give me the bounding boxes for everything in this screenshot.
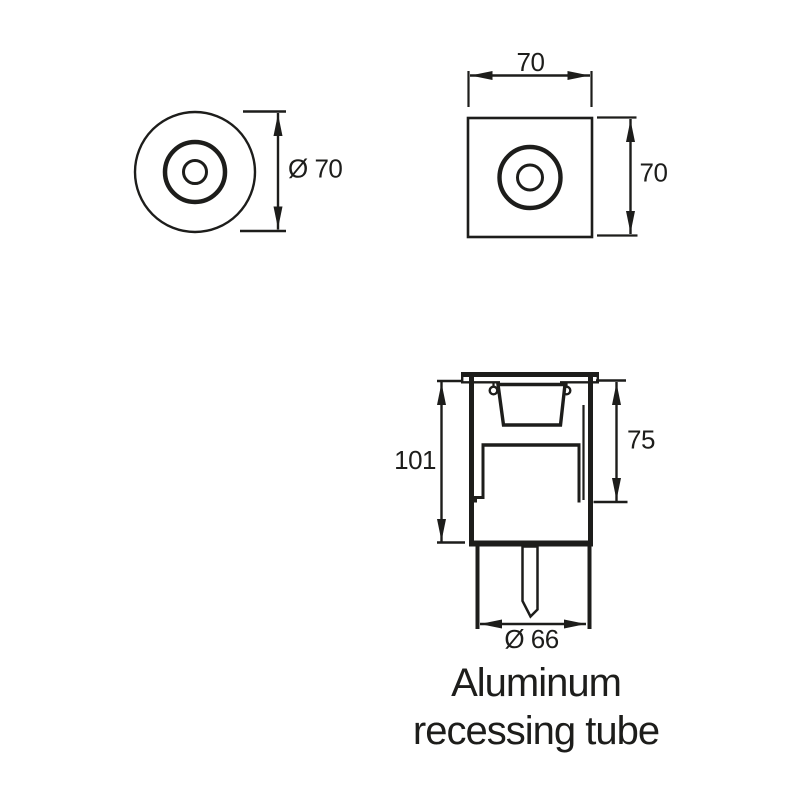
arrowhead-up-icon [273, 114, 283, 136]
arrowhead-down-icon [437, 519, 446, 541]
arrowhead-right-icon [564, 619, 586, 629]
dimension-width-70: 70 [467, 47, 593, 107]
dimension-66: Ø 66 [480, 619, 586, 654]
lamp-aperture-circle [182, 159, 208, 185]
arrowhead-down-icon [273, 206, 283, 229]
arrowhead-down-icon [612, 478, 621, 500]
hook-loop [488, 385, 499, 396]
section-view: 101 75 Ø 66 [394, 372, 655, 654]
trim-flange [461, 372, 599, 384]
arrowhead-up-icon [626, 120, 635, 142]
arrowhead-left-icon [470, 71, 493, 80]
square-top-view: 70 70 [466, 47, 668, 239]
circular-top-view: Ø 70 [133, 110, 343, 234]
dim-label-66: Ø 66 [504, 624, 558, 654]
arrowhead-up-icon [612, 383, 621, 405]
dimension-75: 75 [593, 379, 655, 504]
arrowhead-right-icon [567, 71, 590, 80]
dim-label-height-70: 70 [640, 158, 668, 188]
caption: Aluminum recessing tube [413, 661, 660, 753]
dimension-101: 101 [394, 379, 465, 544]
dim-label-width-70: 70 [517, 47, 545, 77]
arrowhead-down-icon [626, 211, 635, 233]
dim-label-diameter-70: Ø 70 [288, 154, 342, 184]
cable-pin [521, 545, 539, 619]
dim-label-75: 75 [627, 425, 655, 455]
caption-line-2: recessing tube [413, 709, 659, 753]
retaining-hook-left [488, 383, 499, 396]
arrowhead-left-icon [480, 619, 502, 629]
caption-line-1: Aluminum [451, 661, 621, 705]
lamp-aperture-circle [516, 163, 544, 192]
inner-housing [474, 443, 581, 503]
dimension-height-70: 70 [597, 116, 668, 237]
lower-tube [475, 545, 592, 629]
lamp-housing-cup [496, 382, 567, 427]
dimension-diameter-70: Ø 70 [240, 110, 343, 233]
dim-label-101: 101 [394, 445, 436, 475]
arrowhead-up-icon [437, 383, 446, 405]
inner-housing-left-foot [474, 445, 485, 503]
